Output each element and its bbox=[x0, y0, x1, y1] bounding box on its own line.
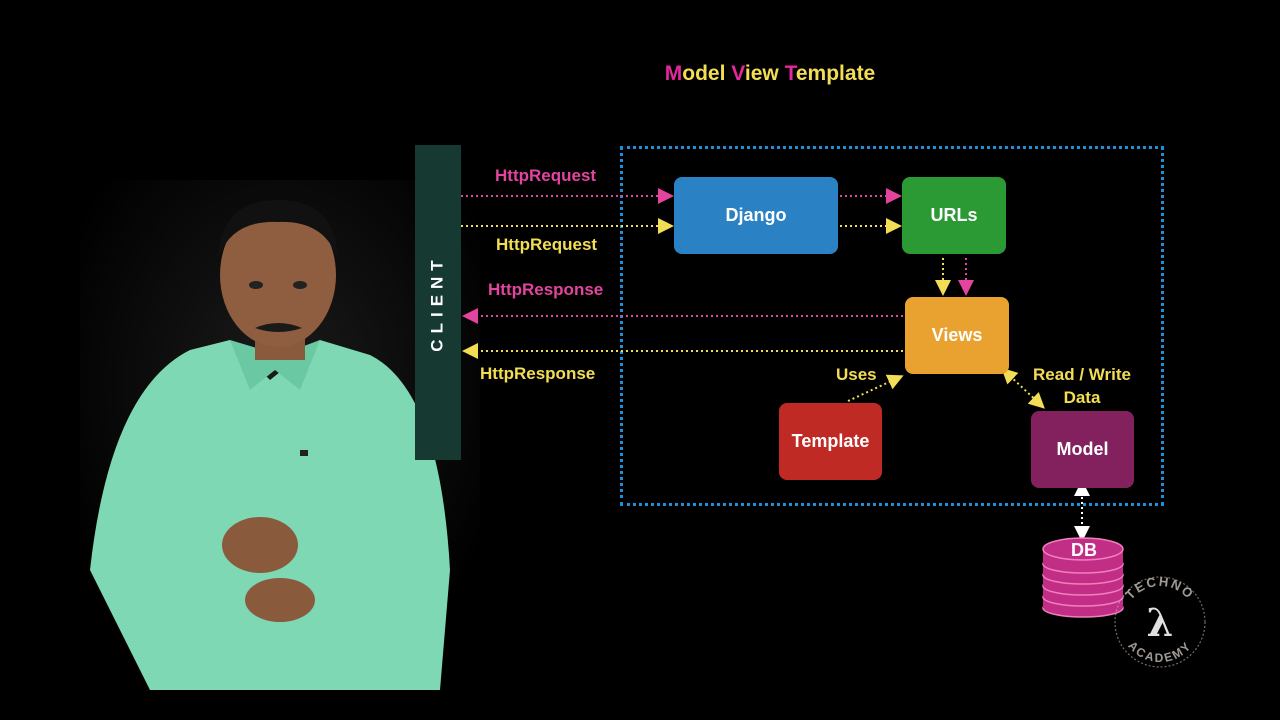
django-box: Django bbox=[674, 177, 838, 254]
read-write-label: Read / Write Data bbox=[1018, 363, 1146, 409]
title-m: M bbox=[664, 62, 683, 85]
presenter-image bbox=[80, 180, 480, 690]
title-t: T bbox=[784, 62, 796, 85]
urls-box: URLs bbox=[902, 177, 1006, 254]
page-title: Model View Template bbox=[560, 62, 980, 86]
arrow-views-model bbox=[1001, 367, 1045, 409]
server-frame bbox=[620, 146, 1164, 506]
db-icon bbox=[1042, 537, 1124, 618]
title-v: V bbox=[731, 62, 745, 85]
django-label: Django bbox=[725, 205, 787, 225]
uses-label: Uses bbox=[836, 365, 877, 384]
template-box: Template bbox=[779, 403, 882, 480]
template-label: Template bbox=[791, 431, 870, 451]
model-label: Model bbox=[1056, 439, 1109, 459]
data-line: Data bbox=[1063, 388, 1101, 407]
title-odel: odel bbox=[682, 62, 732, 85]
views-box: Views bbox=[905, 297, 1009, 374]
model-box: Model bbox=[1031, 411, 1134, 488]
read-write-line: Read / Write bbox=[1033, 365, 1131, 384]
techno-academy-logo: TECHNO ACADEMY λ bbox=[1114, 574, 1206, 668]
title-iew: iew bbox=[744, 62, 785, 85]
urls-label: URLs bbox=[930, 205, 978, 225]
views-label: Views bbox=[931, 325, 983, 345]
title-emplate: emplate bbox=[795, 62, 876, 85]
http-request-label-yellow: HttpRequest bbox=[496, 235, 598, 254]
svg-text:λ: λ bbox=[1147, 600, 1174, 645]
http-response-label-pink: HttpResponse bbox=[488, 280, 604, 299]
db-label: DB bbox=[1071, 540, 1097, 560]
svg-text:TECHNO: TECHNO bbox=[1122, 574, 1197, 603]
client-bar bbox=[415, 145, 461, 460]
http-request-label-pink: HttpRequest bbox=[495, 166, 597, 185]
http-response-label-yellow: HttpResponse bbox=[480, 364, 596, 383]
